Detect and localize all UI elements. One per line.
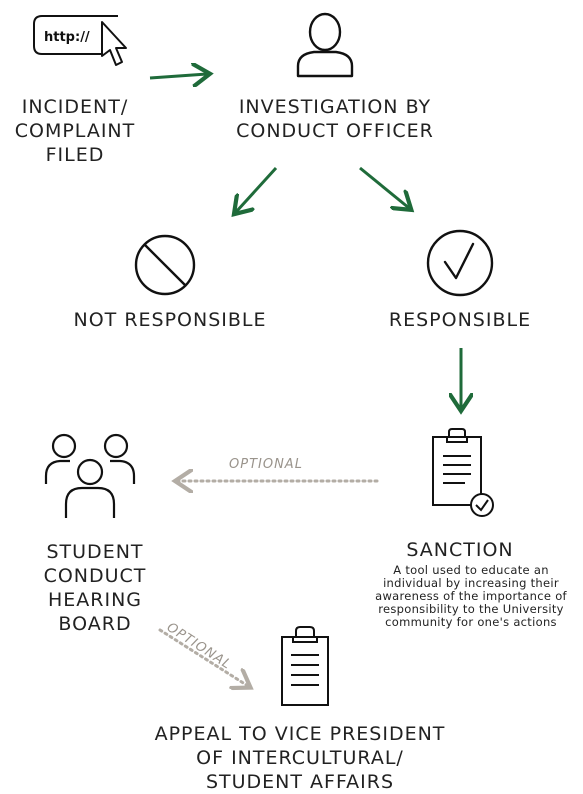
person-icon — [296, 12, 354, 78]
incident-label: INCIDENT/ COMPLAINT FILED — [14, 96, 136, 166]
hearing-board-label: STUDENT CONDUCT HEARING BOARD — [43, 541, 147, 635]
sanction-label: SANCTION — [406, 539, 514, 561]
not-responsible-label: NOT RESPONSIBLE — [73, 309, 267, 331]
responsible-label: RESPONSIBLE — [388, 309, 532, 331]
arrow-hearing-board-to-appeal-optional — [158, 628, 248, 686]
arrow-incident-to-investigation — [149, 74, 207, 78]
clipboard-icon — [281, 626, 329, 706]
arrow-investigation-to-responsible — [359, 166, 409, 208]
url-text: http:// — [44, 30, 90, 45]
arrow-investigation-to-not-responsible — [236, 166, 278, 212]
appeal-label: APPEAL TO VICE PRESIDENT OF INTERCULTURA… — [154, 723, 446, 793]
optional-label-horizontal: OPTIONAL — [229, 457, 303, 472]
group-icon — [44, 433, 136, 518]
sanction-description: A tool used to educate an individual by … — [375, 563, 567, 629]
prohibited-icon — [134, 234, 196, 296]
checkmark-circle-icon — [426, 229, 494, 297]
investigation-label: INVESTIGATION BY CONDUCT OFFICER — [236, 96, 434, 142]
clipboard-check-icon — [432, 428, 494, 517]
browser-cursor-icon: http:// — [33, 15, 127, 66]
